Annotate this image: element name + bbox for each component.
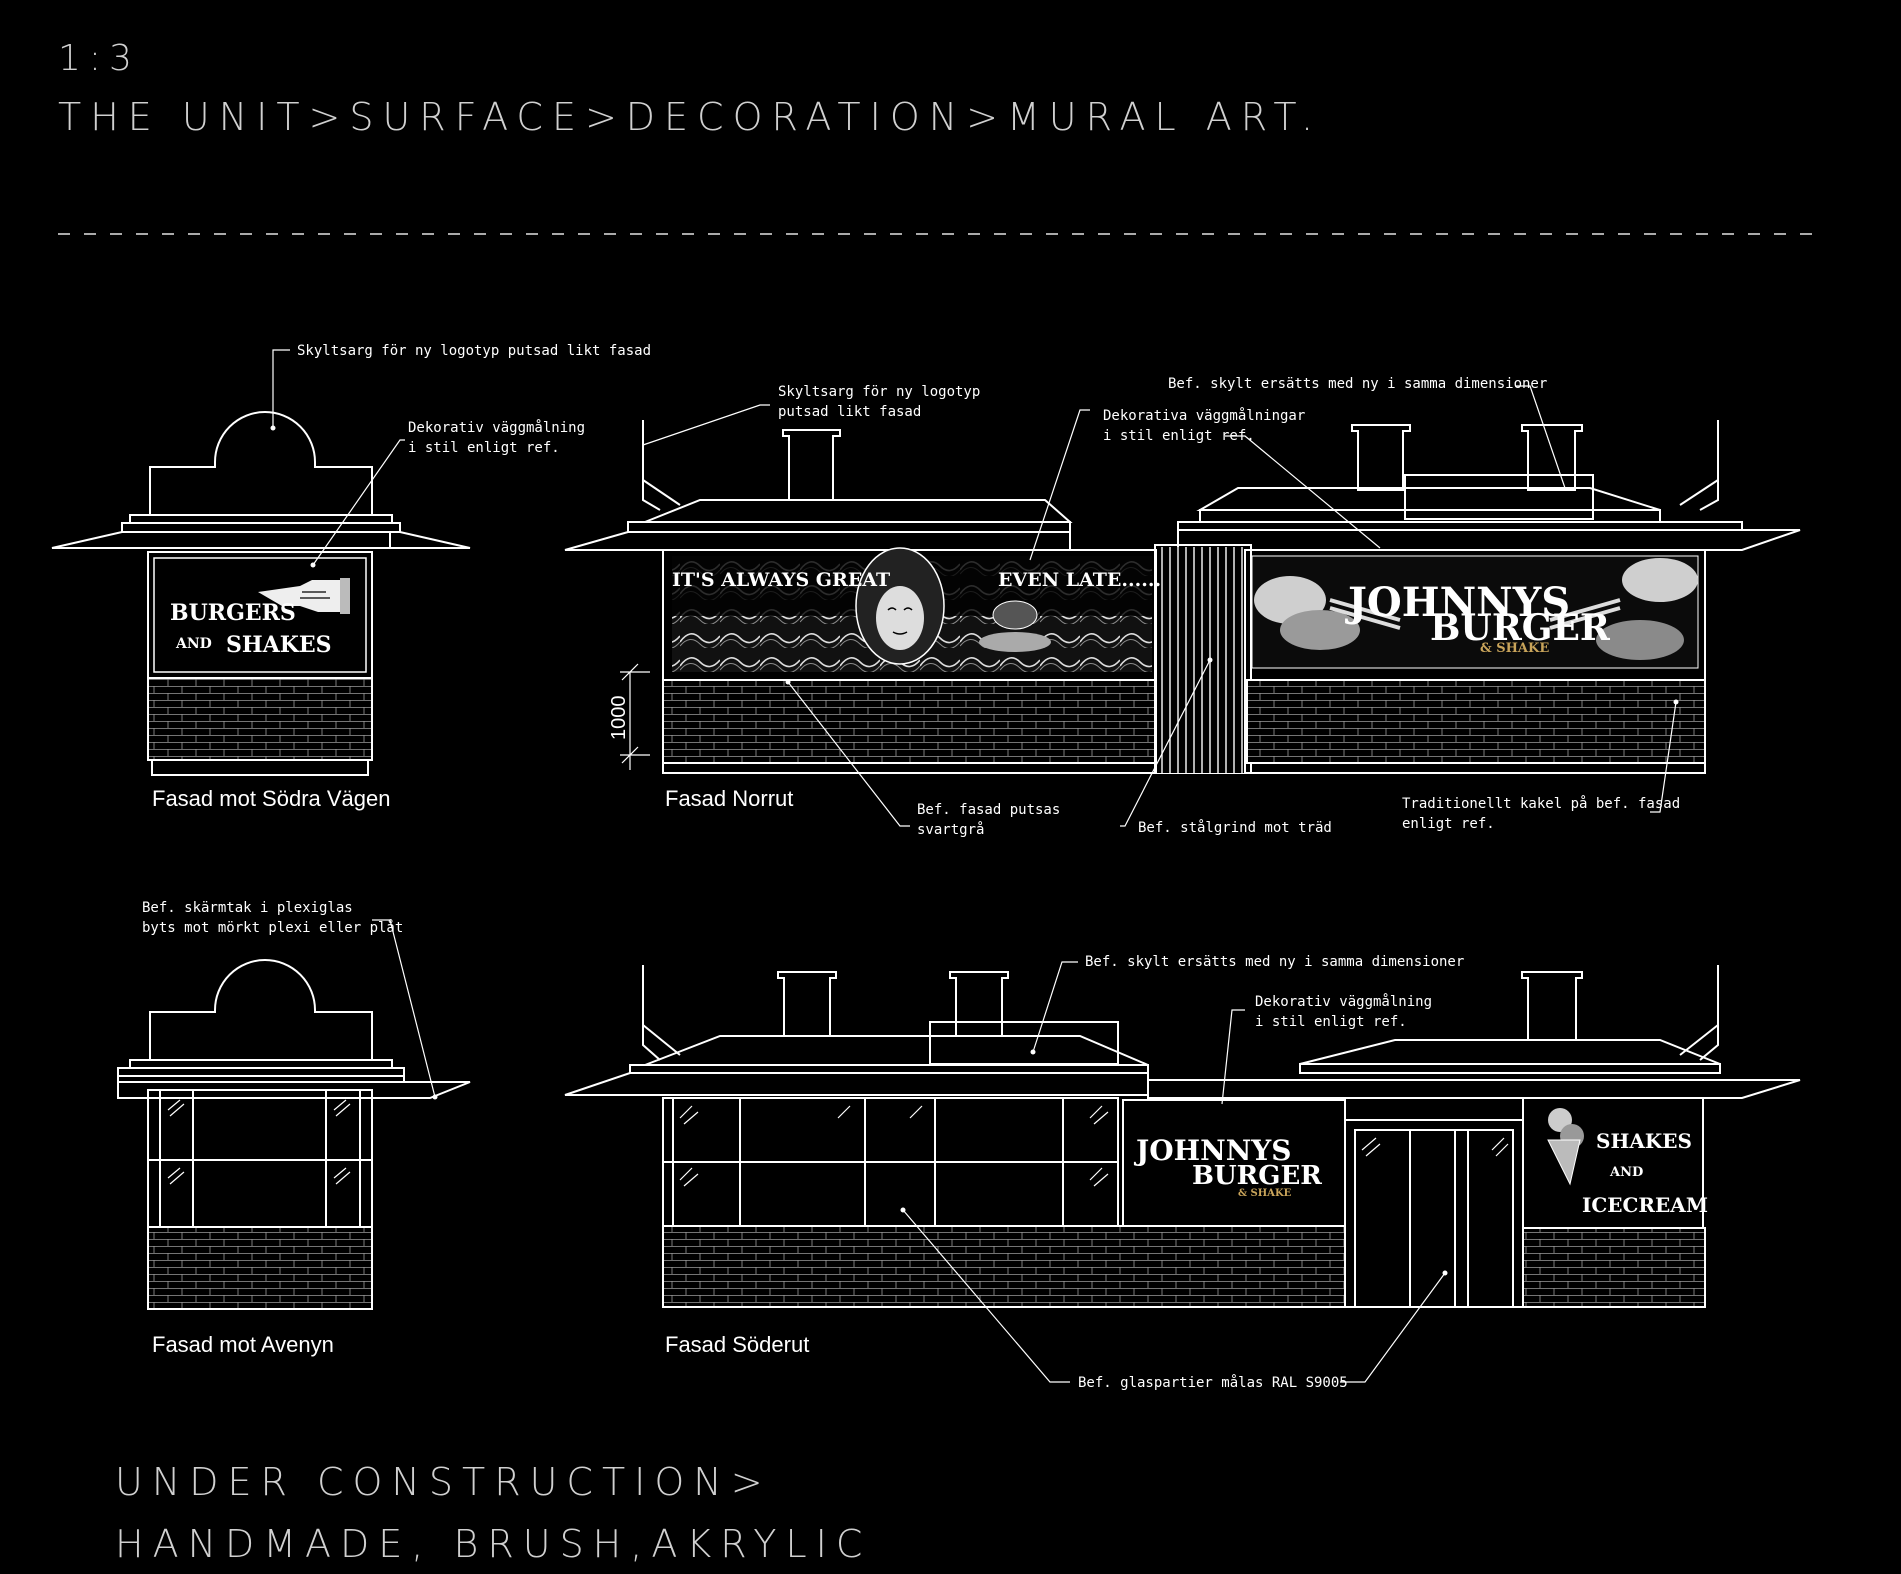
pointing-hand-icon — [258, 578, 350, 614]
facade-label-soderut: Fasad Söderut — [665, 1332, 809, 1357]
mural-and-shake: & SHAKE — [1480, 641, 1549, 656]
facade-label-avenyn: Fasad mot Avenyn — [152, 1332, 334, 1357]
sign-shakes2: SHAKES — [1596, 1129, 1692, 1153]
note-skyltsarg-n-1: Skyltsarg för ny logotyp — [778, 384, 980, 400]
sign-burgers: BURGERS — [170, 600, 296, 626]
note-dekorativ-s-1: Dekorativ väggmålning — [1255, 993, 1432, 1010]
note-fasad-putsas-1: Bef. fasad putsas — [917, 802, 1060, 818]
soderut-johnnys: JOHNNYS — [1133, 1134, 1292, 1167]
note-fasad-putsas-2: svartgrå — [917, 821, 984, 838]
sign-and: AND — [175, 636, 212, 652]
note-stalgrind: Bef. stålgrind mot träd — [1138, 819, 1332, 836]
footer-line-2: HANDMADE, BRUSH,AKRYLIC — [115, 1522, 871, 1566]
note-dekorativ-left-1: Dekorativ väggmålning — [408, 419, 585, 436]
mural-text-always-great: IT'S ALWAYS GREAT — [672, 569, 890, 591]
note-bef-skylt-s: Bef. skylt ersätts med ny i samma dimens… — [1085, 954, 1464, 970]
facade-label-sodra: Fasad mot Södra Vägen — [152, 786, 390, 811]
soderut-and-shake: & SHAKE — [1238, 1188, 1292, 1199]
note-kakel-1: Traditionellt kakel på bef. fasad — [1402, 795, 1680, 812]
note-dekorativa-n-2: i stil enligt ref. — [1103, 428, 1255, 444]
mural-text-even-late: EVEN LATE...... — [998, 569, 1161, 591]
elevation-soderut: JOHNNYS BURGER & SHAKE SHAKES AND ICECRE… — [564, 965, 1801, 1308]
sign-shakes: SHAKES — [226, 632, 332, 658]
breadcrumb-title: THE UNIT>SURFACE>DECORATION>MURAL ART. — [58, 95, 1322, 139]
annotation-leaders-left-top — [271, 349, 405, 566]
annotation-leaders-soderut — [900, 961, 1448, 1383]
soderut-burger: BURGER — [1192, 1161, 1322, 1191]
facade-label-norrut: Fasad Norrut — [665, 786, 793, 811]
note-skyltsarg-n-2: putsad likt fasad — [778, 404, 921, 420]
note-skyltsarg-left: Skyltsarg för ny logotyp putsad likt fas… — [297, 343, 651, 359]
dimension-1000: 1000 — [608, 696, 630, 741]
elevation-avenyn — [117, 959, 471, 1310]
note-bef-skylt-n: Bef. skylt ersätts med ny i samma dimens… — [1168, 376, 1547, 392]
note-dekorativ-s-2: i stil enligt ref. — [1255, 1014, 1407, 1030]
note-skarmtak-1: Bef. skärmtak i plexiglas — [142, 900, 353, 916]
mural-burger: BURGER — [1430, 607, 1611, 649]
note-kakel-2: enligt ref. — [1402, 816, 1495, 832]
annotation-leaders-norrut — [642, 385, 1679, 827]
note-glaspartier: Bef. glaspartier målas RAL S9005 — [1078, 1374, 1348, 1391]
mural-woman-portrait — [855, 547, 1051, 665]
elevation-norrut: IT'S ALWAYS GREAT EVEN LATE...... JOHNNY… — [564, 420, 1801, 774]
sign-and2: AND — [1609, 1165, 1643, 1180]
elevation-sodra-vagen: BURGERS AND SHAKES — [51, 411, 471, 776]
leader-skarmtak — [372, 919, 436, 1098]
note-skarmtak-2: byts mot mörkt plexi eller plåt — [142, 919, 403, 936]
note-dekorativa-n-1: Dekorativa väggmålningar — [1103, 407, 1305, 424]
footer-line-1: UNDER CONSTRUCTION> — [115, 1460, 772, 1504]
sign-icecream: ICECREAM — [1582, 1193, 1708, 1217]
scale-label: 1:3 — [58, 38, 140, 79]
icecream-cone-icon — [1547, 1108, 1584, 1186]
mural-clouds-hands — [1254, 558, 1698, 660]
note-dekorativ-left-2: i stil enligt ref. — [408, 440, 560, 456]
mural-johnnys: JOHNNYS — [1345, 579, 1570, 626]
